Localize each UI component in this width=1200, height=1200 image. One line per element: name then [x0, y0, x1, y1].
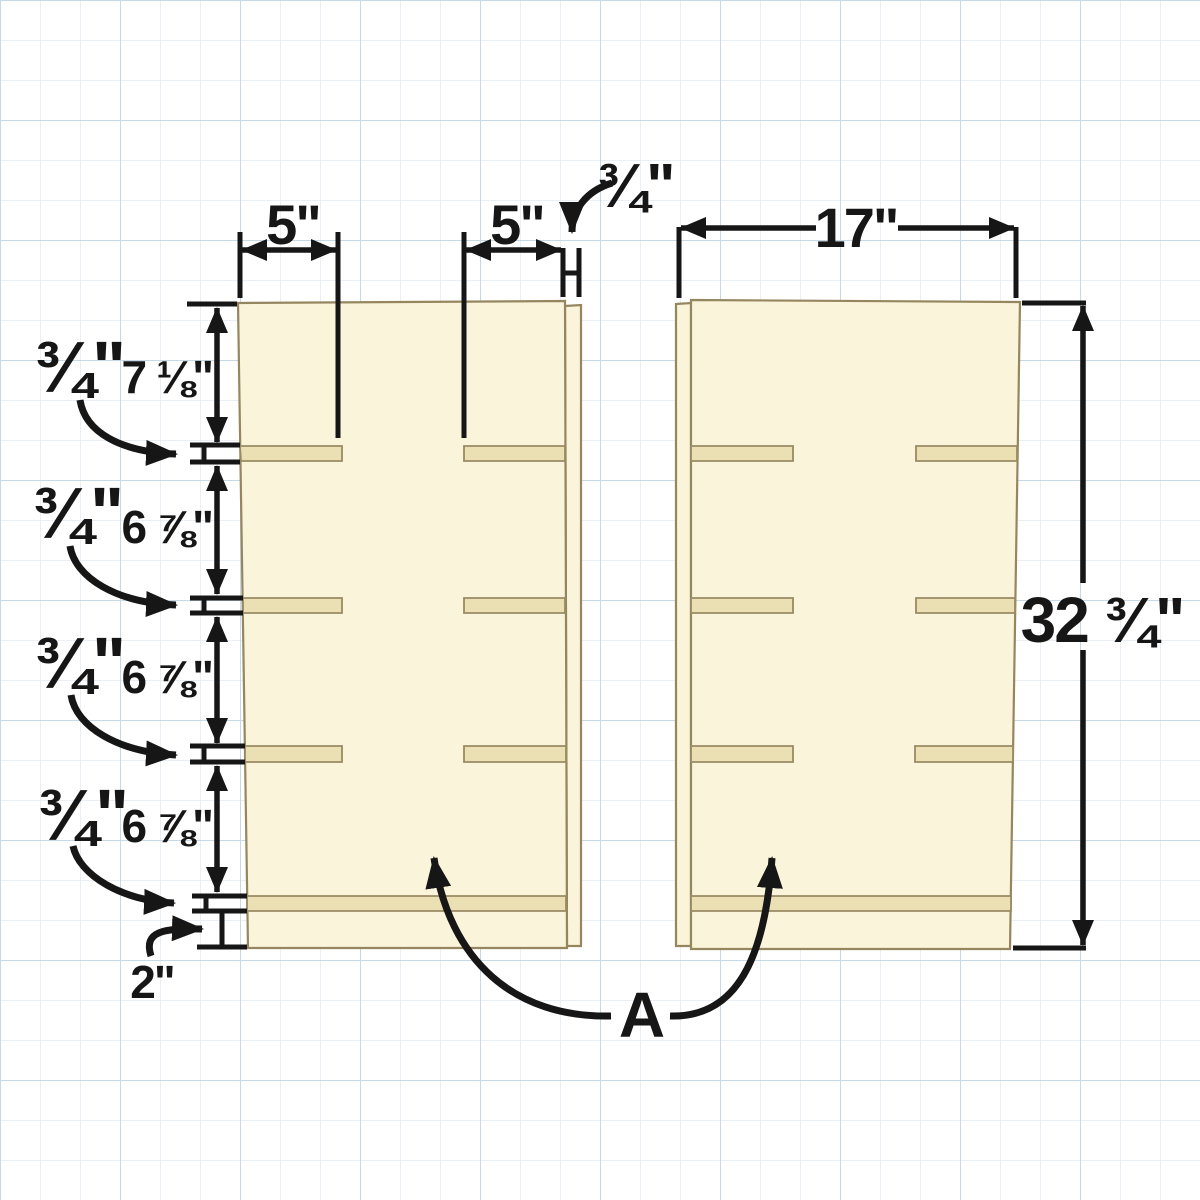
- dado-groove: [242, 597, 343, 614]
- dado-marker-4: ¾": [37, 776, 247, 915]
- dado-thickness-label-3: ¾": [34, 624, 124, 704]
- part-callout: A: [425, 856, 783, 1051]
- dado-groove: [690, 445, 794, 462]
- dimension-panel-width: 17": [676, 196, 1019, 298]
- dado-groove-bottom: [246, 895, 567, 912]
- dado-groove: [690, 745, 794, 763]
- dado-groove: [690, 597, 794, 614]
- dado-thickness-label-2: ¾": [32, 474, 122, 554]
- dim-edge-thickness-label: ¾": [596, 152, 673, 221]
- dado-marker-2: ¾": [32, 474, 243, 617]
- left-side-panel: [236, 299, 583, 950]
- dim-7-1-8-label: 7 ⅛": [121, 351, 212, 403]
- leader-arrow: [69, 845, 176, 915]
- dimension-dado-length-right: 5": [461, 193, 562, 438]
- dimension-bottom-inset: 2": [130, 911, 247, 1008]
- dimension-shelf-spacing-3: 6 ⅞": [121, 765, 228, 893]
- dim-height-label: 32 ¾": [1021, 584, 1184, 656]
- dado-groove: [463, 745, 567, 763]
- dado-groove: [239, 445, 343, 462]
- dimension-edge-strip-thickness: ¾": [559, 152, 676, 297]
- leader-arrow: [76, 399, 178, 466]
- callout-arrow-left: [425, 856, 612, 1020]
- callout-arrow-right: [669, 856, 783, 1020]
- dim-6-7-8-label-1: 6 ⅞": [121, 501, 212, 553]
- dimension-top-spacing: 7 ⅛": [121, 301, 237, 443]
- right-side-panel: [674, 298, 1022, 951]
- dim-17-label: 17": [815, 196, 898, 259]
- dim-5-right-label: 5": [490, 193, 544, 256]
- dim-5-left-label: 5": [266, 193, 320, 256]
- dado-groove-bottom: [690, 895, 1012, 912]
- left-panel-body: [236, 299, 569, 950]
- dim-2-label: 2": [130, 956, 173, 1008]
- dimension-shelf-spacing-2: 6 ⅞": [121, 616, 228, 744]
- dim-6-7-8-label-2: 6 ⅞": [121, 651, 212, 703]
- dimension-dado-length-left: 5": [237, 193, 341, 438]
- dado-marker-3: ¾": [34, 624, 245, 767]
- leader-arrow: [145, 915, 204, 958]
- dado-thickness-label-4: ¾": [37, 776, 127, 856]
- dado-groove: [463, 597, 566, 614]
- leader-arrow: [67, 694, 178, 767]
- dado-groove: [244, 745, 343, 763]
- right-panel-edge-strip: [674, 301, 693, 948]
- dado-groove: [914, 745, 1014, 763]
- dim-6-7-8-label-3: 6 ⅞": [121, 800, 212, 852]
- dado-marker-1: ¾": [34, 328, 240, 466]
- dado-groove: [915, 597, 1016, 614]
- dado-groove: [463, 445, 566, 462]
- leader-arrow: [559, 179, 614, 234]
- dado-thickness-label-1: ¾": [34, 328, 124, 408]
- dado-groove: [915, 445, 1018, 462]
- dimension-panel-height: 32 ¾": [1013, 300, 1185, 951]
- part-a-label: A: [619, 979, 664, 1051]
- right-panel-body: [689, 298, 1022, 951]
- leader-arrow: [66, 545, 178, 617]
- dimension-shelf-spacing-1: 6 ⅞": [121, 465, 228, 595]
